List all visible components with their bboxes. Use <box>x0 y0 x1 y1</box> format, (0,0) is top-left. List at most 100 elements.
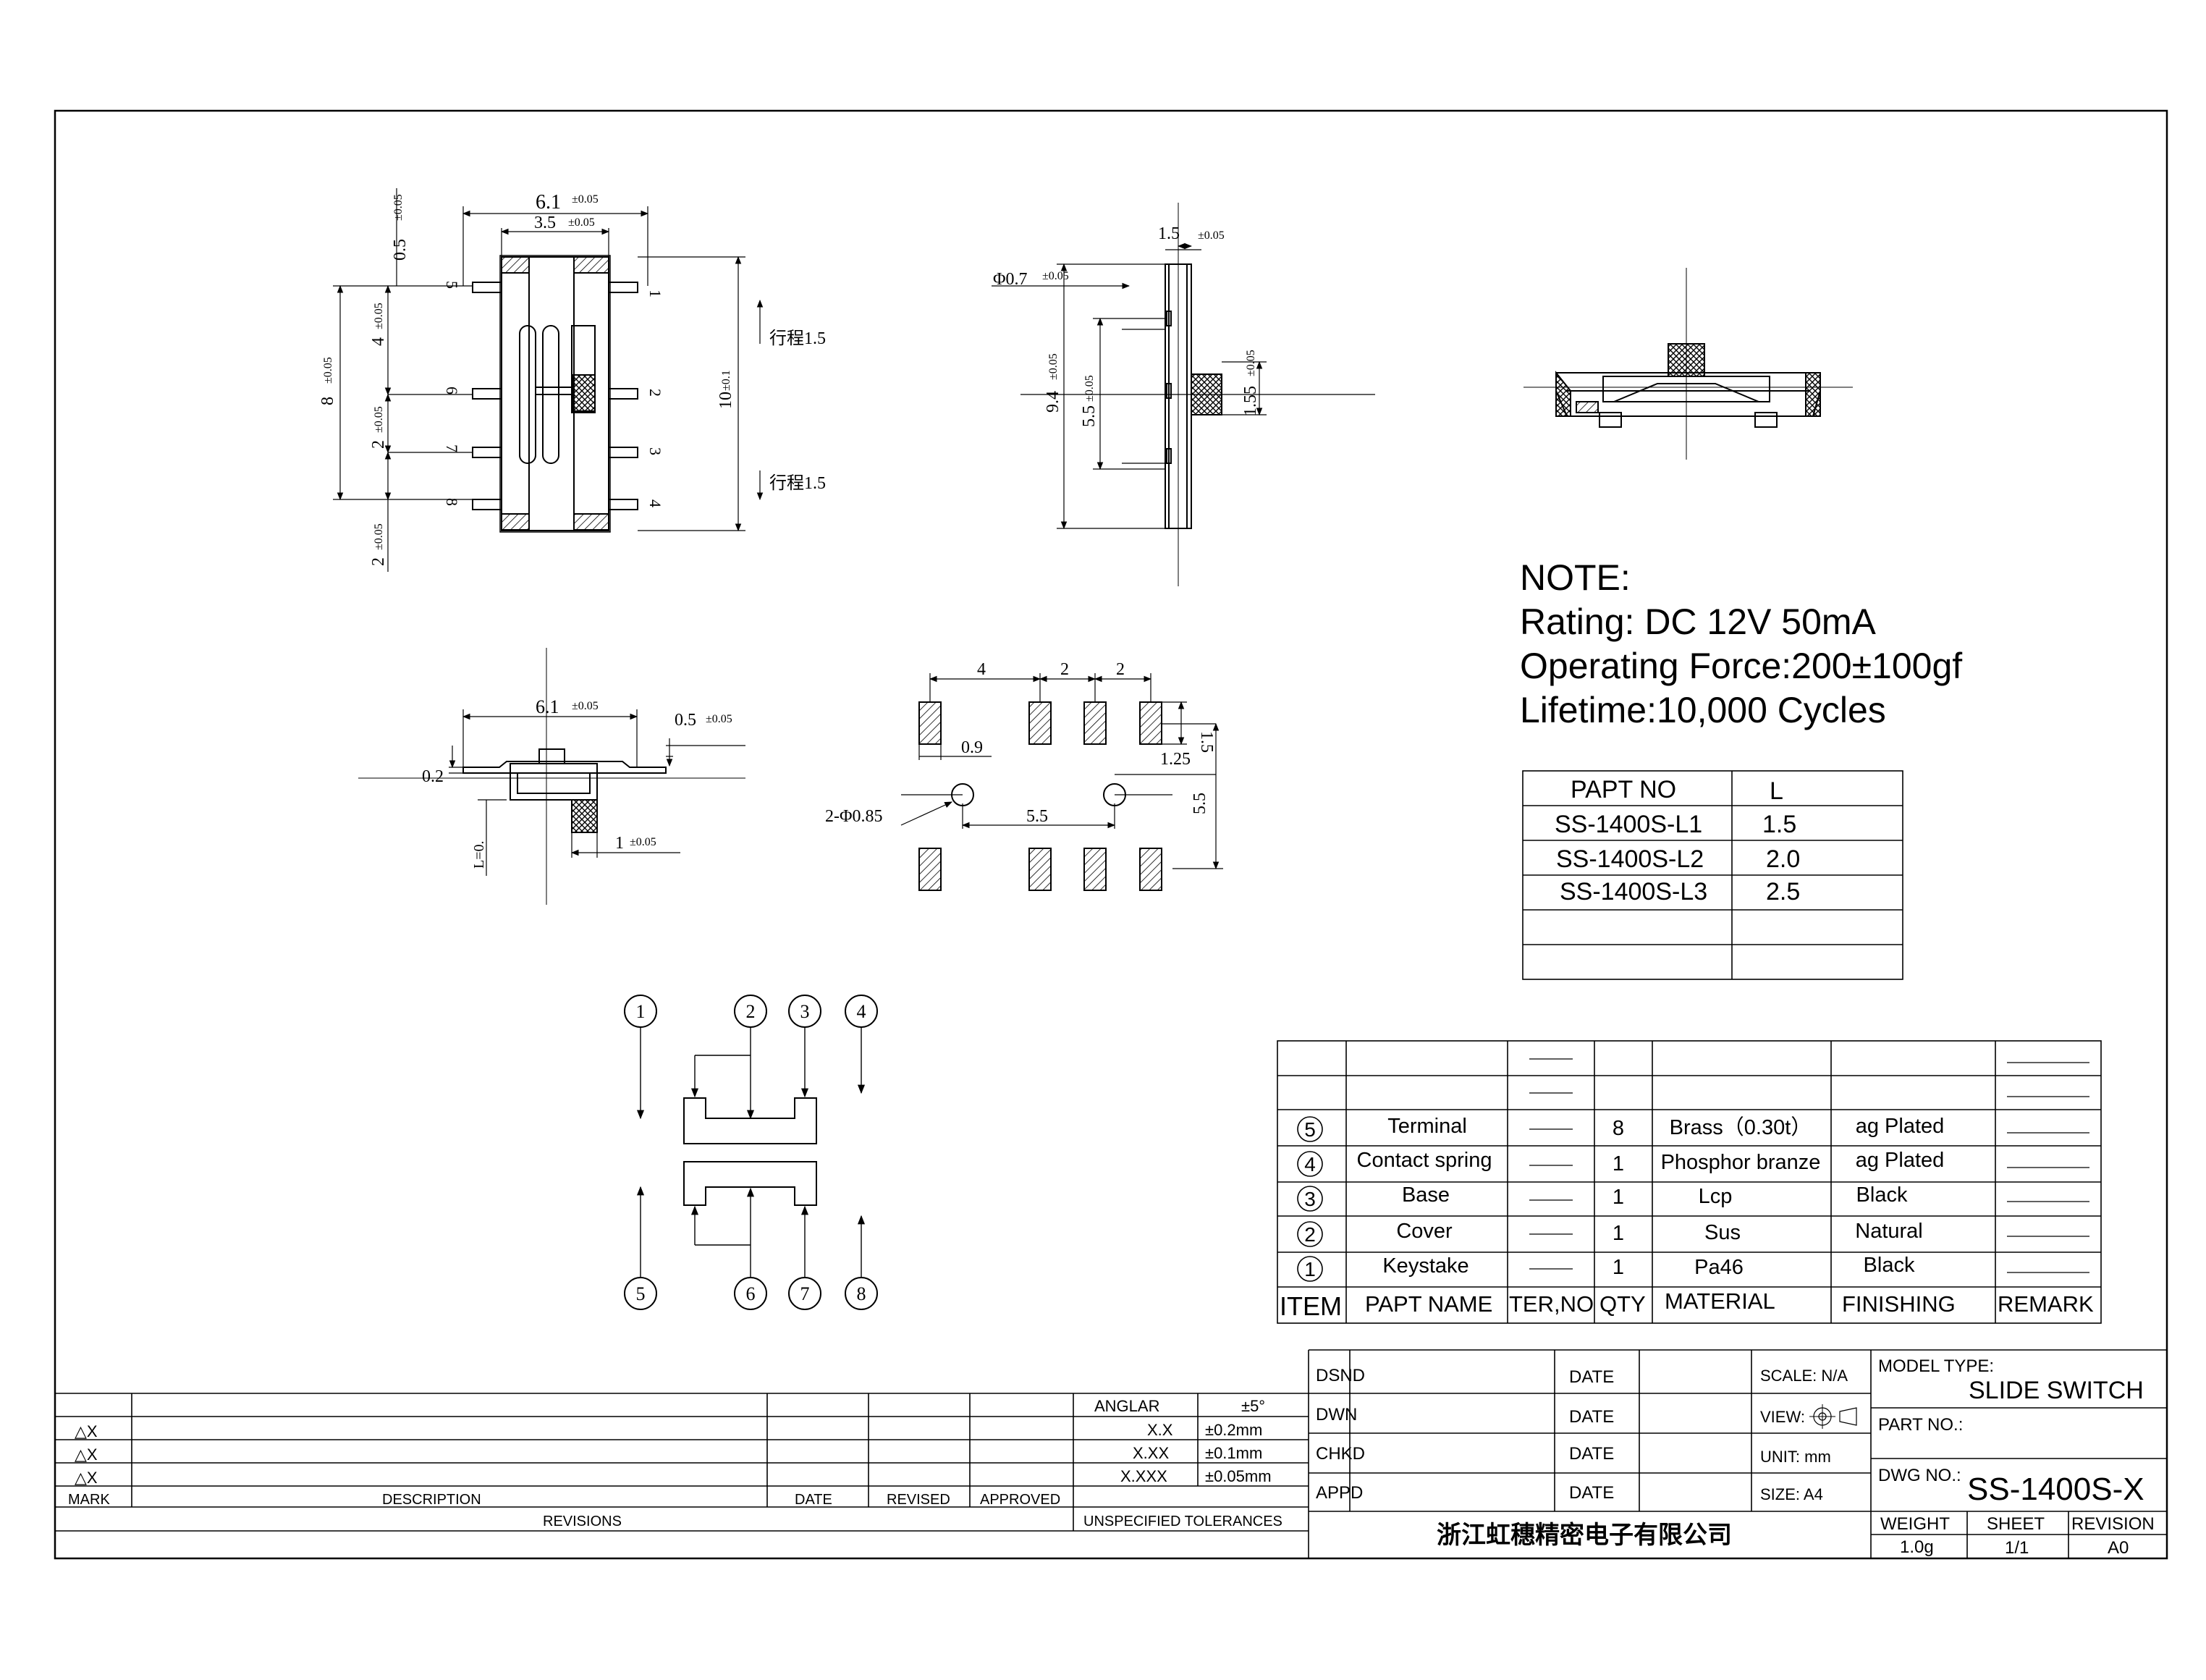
pin-7: 7 <box>443 444 461 452</box>
pt-row2-l: 2.0 <box>1766 845 1800 873</box>
dim-0-5: 0.5 <box>391 239 410 261</box>
bom-text: 5 4 3 2 1 Terminal Contact spring Base C… <box>1280 1115 2094 1321</box>
top-view <box>333 188 764 572</box>
fp-dim-2b: 2 <box>1116 660 1125 679</box>
revision-text: △X △X △X MARK DESCRIPTION DATE REVISED A… <box>68 1397 1282 1529</box>
part-number-table <box>1522 770 1903 980</box>
rev-mark-3: △X <box>75 1469 98 1487</box>
tol-xx-val: ±0.2mm <box>1205 1421 1262 1439</box>
bom-item-4: 4 <box>1304 1153 1316 1175</box>
bom-header-name: PAPT NAME <box>1365 1291 1492 1317</box>
fp-dim-0-9: 0.9 <box>961 738 983 757</box>
bom-mat-5: Brass（0.30t） <box>1670 1116 1812 1139</box>
bom-fin-2: Natural <box>1855 1220 1923 1243</box>
dim-front-6-1-tol: ±0.05 <box>572 700 599 712</box>
pcb-footprint <box>900 673 1223 891</box>
dim-4: 4 <box>369 337 388 346</box>
scale-label: SCALE: N/A <box>1760 1367 1848 1385</box>
bom-item-5: 5 <box>1304 1118 1316 1141</box>
dim-2a: 2 <box>369 440 388 449</box>
travel-up-label: 行程1.5 <box>769 329 826 348</box>
rev-header-date: DATE <box>795 1492 832 1508</box>
side-view-labels: 1.5 ±0.05 Φ0.7 ±0.05 9.4 ±0.05 5.5 ±0.05… <box>993 224 1260 427</box>
tol-anglar: ANGLAR <box>1094 1397 1159 1415</box>
bom-mat-2: Sus <box>1704 1221 1741 1244</box>
side-view <box>992 203 1375 586</box>
balloon-2: 2 <box>746 1001 756 1022</box>
sheet-value: 1/1 <box>2005 1538 2029 1558</box>
bom-mat-4: Phosphor branze <box>1661 1151 1821 1174</box>
balloon-3: 3 <box>800 1001 810 1022</box>
bom-qty-4: 1 <box>1613 1152 1624 1175</box>
dim-9-4-tol: ±0.05 <box>1047 353 1060 380</box>
dim-10-tol: ±0.1 <box>720 370 732 391</box>
bom-item-2: 2 <box>1304 1223 1316 1246</box>
tol-xxxx: X.XXX <box>1120 1467 1167 1485</box>
bom-header-ter: TER,NO <box>1509 1291 1594 1317</box>
dwg-no: SS-1400S-X <box>1967 1472 2144 1507</box>
balloon-5: 5 <box>636 1283 646 1304</box>
dim-8: 8 <box>318 397 337 405</box>
rev-header-revised: REVISED <box>887 1492 950 1508</box>
pin-4: 4 <box>646 499 664 507</box>
unit-label: UNIT: mm <box>1760 1448 1831 1466</box>
dim-9-4: 9.4 <box>1044 391 1062 413</box>
dim-front-6-1: 6.1 <box>536 696 559 717</box>
bom-name-2: Cover <box>1396 1220 1453 1243</box>
dim-front-L: L=0. <box>471 841 487 869</box>
role-dwn: DWN <box>1316 1405 1357 1424</box>
dim-1-5: 1.5 <box>1158 224 1180 243</box>
pin-6: 6 <box>443 387 461 394</box>
note-rating: Rating: DC 12V 50mA <box>1520 601 1877 642</box>
fp-dim-4: 4 <box>977 660 986 679</box>
pin-3: 3 <box>646 447 664 455</box>
note-title: NOTE: <box>1520 557 1631 598</box>
date-label-4: DATE <box>1569 1483 1614 1503</box>
dim-2a-tol: ±0.05 <box>373 406 385 433</box>
pt-header-part: PAPT NO <box>1571 776 1676 803</box>
fp-dim-5-5-h: 5.5 <box>1026 807 1048 826</box>
revision-block <box>55 1350 1309 1558</box>
part-no-label: PART NO.: <box>1878 1415 1963 1435</box>
pt-row1-l: 1.5 <box>1762 811 1796 838</box>
rev-header-description: DESCRIPTION <box>382 1492 481 1508</box>
front-view <box>358 648 745 905</box>
tol-xx: X.X <box>1147 1421 1173 1439</box>
sheet-border <box>54 109 2168 1560</box>
weight-value: 1.0g <box>1900 1537 1934 1557</box>
bom-name-5: Terminal <box>1387 1115 1467 1138</box>
bom-mat-1: Pa46 <box>1694 1256 1744 1279</box>
dim-8-tol: ±0.05 <box>322 357 334 384</box>
dim-front-0-5: 0.5 <box>675 711 696 730</box>
dim-1-55: 1.55 <box>1241 386 1260 416</box>
bom-fin-5: ag Plated <box>1856 1115 1945 1138</box>
fp-dim-holes: 2-Φ0.85 <box>825 807 883 826</box>
dim-2b: 2 <box>369 557 388 566</box>
view-label: VIEW: <box>1760 1408 1805 1426</box>
tol-anglar-val: ±5° <box>1241 1397 1265 1415</box>
revision-value: A0 <box>2108 1538 2129 1558</box>
dim-front-0-2: 0.2 <box>422 767 444 786</box>
model-type-label: MODEL TYPE: <box>1878 1356 1994 1376</box>
bom-fin-4: ag Plated <box>1856 1149 1945 1172</box>
role-dsnd: DSND <box>1316 1366 1365 1385</box>
rev-header-approved: APPROVED <box>980 1492 1060 1508</box>
title-block <box>1309 1349 2167 1558</box>
bom-qty-1: 1 <box>1613 1256 1624 1279</box>
bom-header-item: ITEM <box>1280 1291 1342 1321</box>
tol-xxxx-val: ±0.05mm <box>1205 1467 1272 1485</box>
dim-5-5: 5.5 <box>1080 405 1099 427</box>
pt-row3-part: SS-1400S-L3 <box>1560 878 1707 906</box>
dim-front-1-tol: ±0.05 <box>630 836 656 848</box>
revision-label: REVISION <box>2071 1514 2155 1534</box>
bom-fin-3: Black <box>1856 1183 1908 1207</box>
tol-xxx-val: ±0.1mm <box>1205 1444 1262 1462</box>
part-number-table-text: PAPT NO L SS-1400S-L1 1.5 SS-1400S-L2 2.… <box>1555 776 1800 906</box>
balloon-6: 6 <box>746 1283 756 1304</box>
pt-header-l: L <box>1770 777 1783 805</box>
dim-phi-0-7: Φ0.7 <box>993 270 1028 289</box>
bom-item-1: 1 <box>1304 1258 1316 1280</box>
company-name: 浙江虹穗精密电子有限公司 <box>1437 1521 1732 1549</box>
